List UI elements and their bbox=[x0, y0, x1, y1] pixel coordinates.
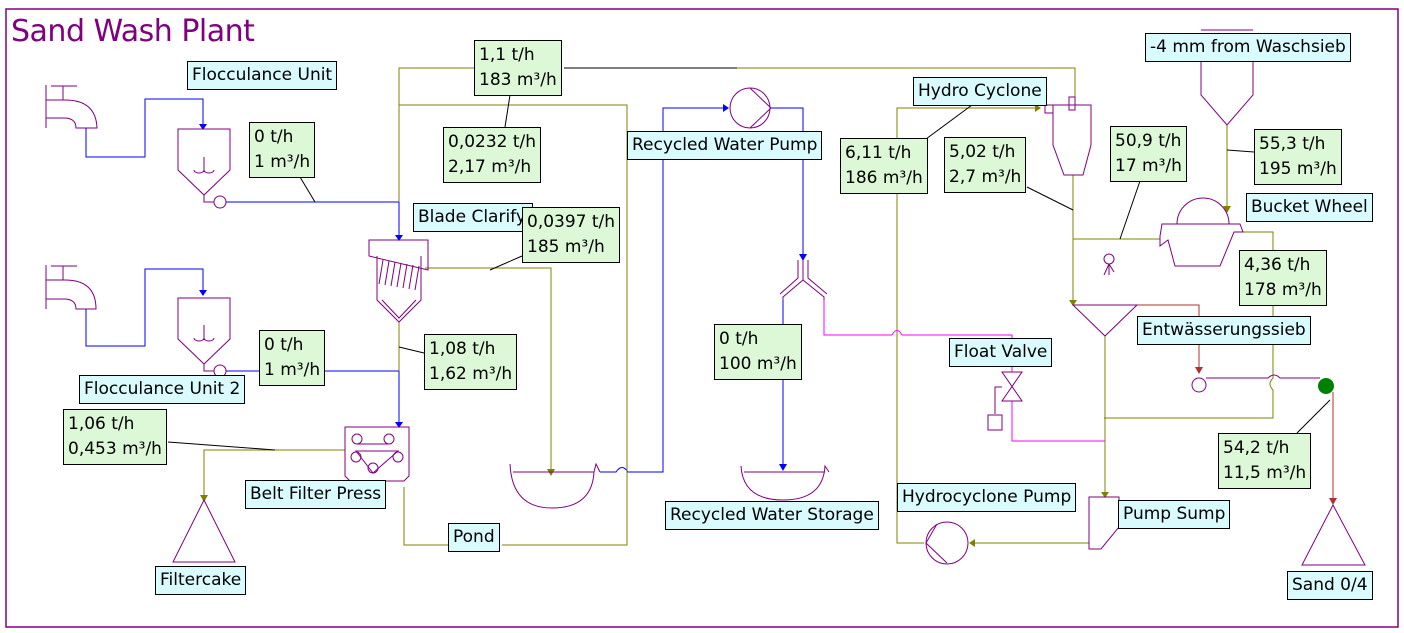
label-belt-filter-press[interactable]: Belt Filter Press bbox=[245, 480, 387, 509]
splitter bbox=[779, 260, 828, 300]
frame bbox=[5, 8, 1399, 628]
label-hydrocyclone-pump[interactable]: Hydrocyclone Pump bbox=[897, 483, 1077, 512]
stream-mass: 0,0232 t/h bbox=[448, 132, 537, 152]
label-hydro-cyclone[interactable]: Hydro Cyclone bbox=[913, 77, 1047, 106]
stream-volume: 17 m³/h bbox=[1115, 156, 1182, 176]
stream-mass: 6,11 t/h bbox=[845, 143, 912, 163]
stream-table[interactable]: 0 t/h 100 m³/h bbox=[714, 324, 802, 380]
stream-table[interactable]: 1,06 t/h 0,453 m³/h bbox=[63, 409, 167, 465]
belt-filter-press bbox=[344, 426, 410, 482]
hydro-cyclone bbox=[1044, 96, 1092, 176]
label-bucket-wheel[interactable]: Bucket Wheel bbox=[1246, 193, 1373, 222]
stream-volume: 11,5 m³/h bbox=[1223, 463, 1307, 483]
stream-volume: 0,453 m³/h bbox=[68, 439, 162, 459]
water-tap-2-icon bbox=[45, 265, 97, 310]
stream-volume: 195 m³/h bbox=[1259, 159, 1337, 179]
label-waschsieb[interactable]: -4 mm from Waschsieb bbox=[1145, 33, 1351, 62]
stream-mass: 4,36 t/h bbox=[1244, 255, 1311, 275]
stream-volume: 1 m³/h bbox=[254, 152, 311, 172]
stream-table[interactable]: 1,1 t/h 183 m³/h bbox=[474, 40, 562, 96]
float-valve bbox=[987, 371, 1023, 431]
label-flocculance-unit[interactable]: Flocculance Unit bbox=[187, 61, 338, 90]
label-pond[interactable]: Pond bbox=[448, 523, 500, 552]
pump-sump bbox=[1088, 496, 1120, 550]
stream-table[interactable]: 0 t/h 1 m³/h bbox=[259, 330, 326, 386]
label-pump-sump[interactable]: Pump Sump bbox=[1118, 500, 1231, 529]
stream-volume: 185 m³/h bbox=[527, 237, 605, 257]
stream-volume: 2,7 m³/h bbox=[949, 167, 1022, 187]
stream-mass: 1,06 t/h bbox=[68, 414, 135, 434]
flocculance-unit-tank bbox=[177, 128, 231, 209]
bucket-wheel bbox=[1103, 197, 1244, 276]
label-flocculance-unit-2[interactable]: Flocculance Unit 2 bbox=[79, 375, 246, 404]
label-blade-clarifier[interactable]: Blade Clarify bbox=[413, 203, 533, 232]
stream-volume: 100 m³/h bbox=[719, 354, 797, 374]
stream-volume: 2,17 m³/h bbox=[448, 157, 532, 177]
stream-mass: 0 t/h bbox=[254, 127, 294, 147]
stream-table[interactable]: 4,36 t/h 178 m³/h bbox=[1239, 250, 1327, 306]
stream-volume: 1,62 m³/h bbox=[429, 364, 513, 384]
stream-volume: 186 m³/h bbox=[845, 168, 923, 188]
waschsieb-hopper bbox=[1200, 29, 1254, 126]
stream-mass: 1,08 t/h bbox=[429, 339, 496, 359]
page-title: Sand Wash Plant bbox=[11, 14, 255, 49]
stream-mass: 0 t/h bbox=[719, 329, 759, 349]
stream-table[interactable]: 6,11 t/h 186 m³/h bbox=[840, 138, 928, 194]
stream-mass: 5,02 t/h bbox=[949, 142, 1016, 162]
leader-lines bbox=[167, 94, 1331, 451]
blade-clarifier bbox=[368, 239, 429, 323]
sand-lines bbox=[1137, 304, 1334, 500]
label-entwaesserungssieb[interactable]: Entwässerungssieb bbox=[1137, 316, 1311, 345]
label-recycled-water-pump[interactable]: Recycled Water Pump bbox=[627, 131, 823, 160]
stream-table[interactable]: 5,02 t/h 2,7 m³/h bbox=[944, 137, 1027, 193]
stream-mass: 0 t/h bbox=[264, 335, 304, 355]
flocculance-unit-2-tank bbox=[177, 297, 231, 378]
stream-mass: 1,1 t/h bbox=[479, 45, 535, 65]
label-filtercake[interactable]: Filtercake bbox=[155, 566, 247, 595]
stream-mass: 50,9 t/h bbox=[1115, 131, 1182, 151]
stream-table[interactable]: 50,9 t/h 17 m³/h bbox=[1110, 126, 1187, 182]
stream-volume: 1 m³/h bbox=[264, 360, 321, 380]
pond-basin bbox=[509, 462, 601, 509]
label-float-valve[interactable]: Float Valve bbox=[949, 338, 1053, 367]
sieve-outlet bbox=[1191, 377, 1207, 393]
hydrocyclone-pump bbox=[925, 521, 969, 565]
stream-table[interactable]: 0,0397 t/h 185 m³/h bbox=[522, 207, 621, 263]
water-arrows bbox=[199, 104, 807, 471]
label-recycled-water-storage[interactable]: Recycled Water Storage bbox=[665, 501, 879, 530]
stream-mass: 55,3 t/h bbox=[1259, 134, 1326, 154]
label-sand[interactable]: Sand 0/4 bbox=[1287, 571, 1373, 600]
filtercake-pile bbox=[172, 498, 236, 563]
stream-mass: 54,2 t/h bbox=[1223, 438, 1290, 458]
recycled-water-pump bbox=[729, 87, 772, 129]
stream-table[interactable]: 0,0232 t/h 2,17 m³/h bbox=[443, 127, 542, 183]
mixer-node bbox=[1318, 378, 1334, 394]
stream-table[interactable]: 0 t/h 1 m³/h bbox=[249, 122, 316, 178]
entwaesserungssieb-screen bbox=[1071, 304, 1139, 337]
stream-table[interactable]: 54,2 t/h 11,5 m³/h bbox=[1218, 433, 1312, 489]
stream-mass: 0,0397 t/h bbox=[527, 212, 616, 232]
stream-table[interactable]: 55,3 t/h 195 m³/h bbox=[1254, 129, 1342, 185]
water-tap-icon bbox=[45, 85, 98, 129]
stream-volume: 178 m³/h bbox=[1244, 280, 1322, 300]
stream-volume: 183 m³/h bbox=[479, 70, 557, 90]
sand-pile bbox=[1301, 503, 1366, 566]
slurry-lines bbox=[203, 67, 1274, 546]
float-valve-lines bbox=[823, 300, 1105, 442]
recycled-water-storage-basin bbox=[740, 464, 830, 501]
stream-table[interactable]: 1,08 t/h 1,62 m³/h bbox=[424, 334, 518, 390]
